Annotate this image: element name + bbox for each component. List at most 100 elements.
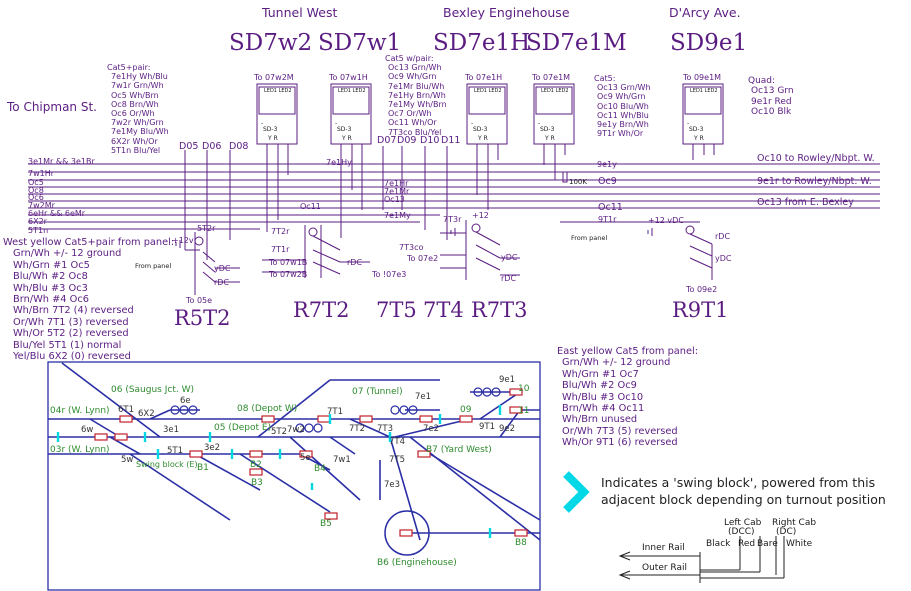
track-block-label: 06 (Saugus Jct. W) xyxy=(111,385,194,395)
cat5-right-block: Cat5: Oc13 Grn/Wh Oc9 Wh/Grn Oc10 Blu/Wh… xyxy=(594,74,651,138)
wiring xyxy=(28,83,880,295)
cat5-left-row: 7e1Hy Wh/Blu xyxy=(111,72,168,82)
cat5-right-row: 9T1r Wh/Or xyxy=(597,129,644,139)
track-block-label: 08 (Depot W) xyxy=(237,404,298,414)
board-title-sd7e1m: SD7e1M xyxy=(526,30,627,56)
quad-row: Oc13 Grn xyxy=(751,86,794,97)
board-title-sd7e1h: SD7e1H xyxy=(433,30,531,56)
track-part-label: 9T1 xyxy=(479,422,496,432)
board-minus-label: - xyxy=(538,120,541,127)
board-top-label: To 09e1M xyxy=(683,73,722,82)
track-block-label: 09 xyxy=(460,405,472,415)
west-panel-row: Wh/Brn 7T2 (4) reversed xyxy=(13,305,134,317)
track-block-label: B3 xyxy=(251,478,263,488)
bus-label: Oc13 xyxy=(384,195,405,204)
turntable xyxy=(384,510,430,556)
track-block-label: 11 xyxy=(518,406,530,416)
cat5-left-row: 7w2r Wh/Grn xyxy=(111,118,164,128)
track-block-label: 03r (W. Lynn) xyxy=(50,445,110,455)
sw-label: To 09e2 xyxy=(686,285,718,294)
sw-label: +12 vDC xyxy=(648,216,684,225)
right-cab-sub-label: (DC) xyxy=(776,527,797,537)
track-part-label: 7e2 xyxy=(423,424,440,434)
board-title-sd7w2: SD7w2 xyxy=(229,30,313,56)
cat5-mid-block: Cat5 w/pair: Oc13 Grn/Wh Oc9 Wh/Grn 7e1M… xyxy=(385,54,447,137)
board-title-sd9e1: SD9e1 xyxy=(670,30,748,56)
sw-label: From panel xyxy=(571,234,608,242)
cat5-mid-row: 7e1My Wh/Brn xyxy=(388,100,447,110)
board-minus-label: - xyxy=(261,120,264,127)
left-cab-label: Left Cab xyxy=(724,518,762,528)
d-label: D10 xyxy=(420,135,440,146)
quad-row: Oc10 Blk xyxy=(751,107,792,118)
quad-row: 9e1r Red xyxy=(751,96,792,107)
track-block-label: 10 xyxy=(518,384,530,394)
cat5-left-row: 6X2r Wh/Or xyxy=(111,136,158,146)
resistor-label: 100K xyxy=(569,178,587,186)
outer-rail-label: Outer Rail xyxy=(642,563,687,573)
bus-label: 6eHr && 6eMr xyxy=(28,209,86,218)
west-panel-row: Blu/Wh #2 Oc8 xyxy=(13,271,88,283)
cat5-left-row: 7e1My Blu/Wh xyxy=(111,127,169,137)
d-label: D05 xyxy=(179,141,199,152)
track-part-label: 3e1 xyxy=(163,425,180,435)
to-right-label: 9e1r to Rowley/Nbpt. W. xyxy=(757,176,872,187)
board-sd7e1h xyxy=(466,83,508,145)
bus-label: Oc6 xyxy=(28,193,44,202)
track-part-label: 5w xyxy=(121,455,134,465)
east-panel-row: Wh/Blu #3 Oc10 xyxy=(562,391,644,403)
bus-label: 7w1Hr xyxy=(28,169,55,178)
section-title-r5t2: R5T2 xyxy=(174,306,231,330)
d-label: D09 xyxy=(397,135,417,146)
track-part-label: 7e1 xyxy=(415,392,432,402)
left-cab-sub-label: (DCC) xyxy=(728,527,755,537)
to-right-label: Oc13 from E. Bexley xyxy=(757,197,854,208)
section-title-r7t2: R7T2 xyxy=(293,298,350,322)
sw-label: rDC xyxy=(501,274,517,283)
header-tunnel-west: Tunnel West xyxy=(262,5,338,20)
sw-label: 7T3co xyxy=(399,243,424,252)
bus-label: Oc11 xyxy=(598,202,623,213)
sw-label: From panel xyxy=(135,262,172,270)
legend-line-2: adjacent block depending on turnout posi… xyxy=(601,492,886,507)
track-part-label: 7T1 xyxy=(327,407,344,417)
track-part-label: 9e2 xyxy=(499,424,516,434)
cat5-mid-row: Oc9 Wh/Grn xyxy=(388,72,437,82)
legend-line-1: Indicates a 'swing block', powered from … xyxy=(601,475,876,490)
sw-label: 7T2r xyxy=(271,227,290,236)
sw-label: To 07w2B xyxy=(269,270,308,279)
track-block-label: B1 xyxy=(197,463,209,473)
sw-label: 5T2r xyxy=(197,224,216,233)
east-panel-title: East yellow Cat5 from panel: xyxy=(557,346,699,357)
board-sd9e1 xyxy=(682,83,724,145)
track-block-label: Swing block (E) xyxy=(136,460,198,469)
board-yr-label: Y R xyxy=(545,135,555,142)
cat5-left-block: Cat5+pair: 7e1Hy Wh/Blu 7w1r Grn/Wh Oc5 … xyxy=(107,63,169,155)
west-panel-row: Wh/Blu #3 Oc3 xyxy=(13,282,88,294)
sw-label: rDC xyxy=(214,278,230,287)
sw-label: rDC xyxy=(347,258,363,267)
east-panel-row: Brn/Wh #4 Oc11 xyxy=(562,403,645,415)
track-part-label: 7T4 xyxy=(389,437,406,447)
track-part-label: 7T5 xyxy=(389,455,406,465)
track-block-label: B6 (Enginehouse) xyxy=(377,558,457,568)
track-part-label: 3e2 xyxy=(204,443,221,453)
sw-label: yDC xyxy=(214,264,231,273)
east-panel-row: Wh/Or 9T1 (6) reversed xyxy=(562,437,678,449)
track-diagram xyxy=(47,361,541,591)
board-chip-label: SD-3 xyxy=(263,126,278,133)
board-yr-label: Y R xyxy=(694,135,704,142)
track-part-label: 6T1 xyxy=(118,405,135,415)
sw-label: +12v xyxy=(172,236,194,245)
cat5-right-row: Oc11 Wh/Blu xyxy=(597,110,649,120)
cat5-mid-row: 7e1Hy Brn/Wh xyxy=(388,90,446,100)
board-top-label: To 07e1M xyxy=(532,73,571,82)
east-panel-row: Wh/Grn #1 Oc7 xyxy=(562,368,639,380)
cat5-left-title: Cat5+pair: xyxy=(107,63,151,72)
right-cab-label: Right Cab xyxy=(772,518,817,528)
board-minus-label: - xyxy=(687,120,690,127)
bus-label: 7e1Hr xyxy=(384,179,409,188)
track-part-label: 9e1 xyxy=(499,375,516,385)
bus-label: 5T1n xyxy=(28,226,49,235)
west-panel-row: Brn/Wh #4 Oc6 xyxy=(13,294,89,306)
